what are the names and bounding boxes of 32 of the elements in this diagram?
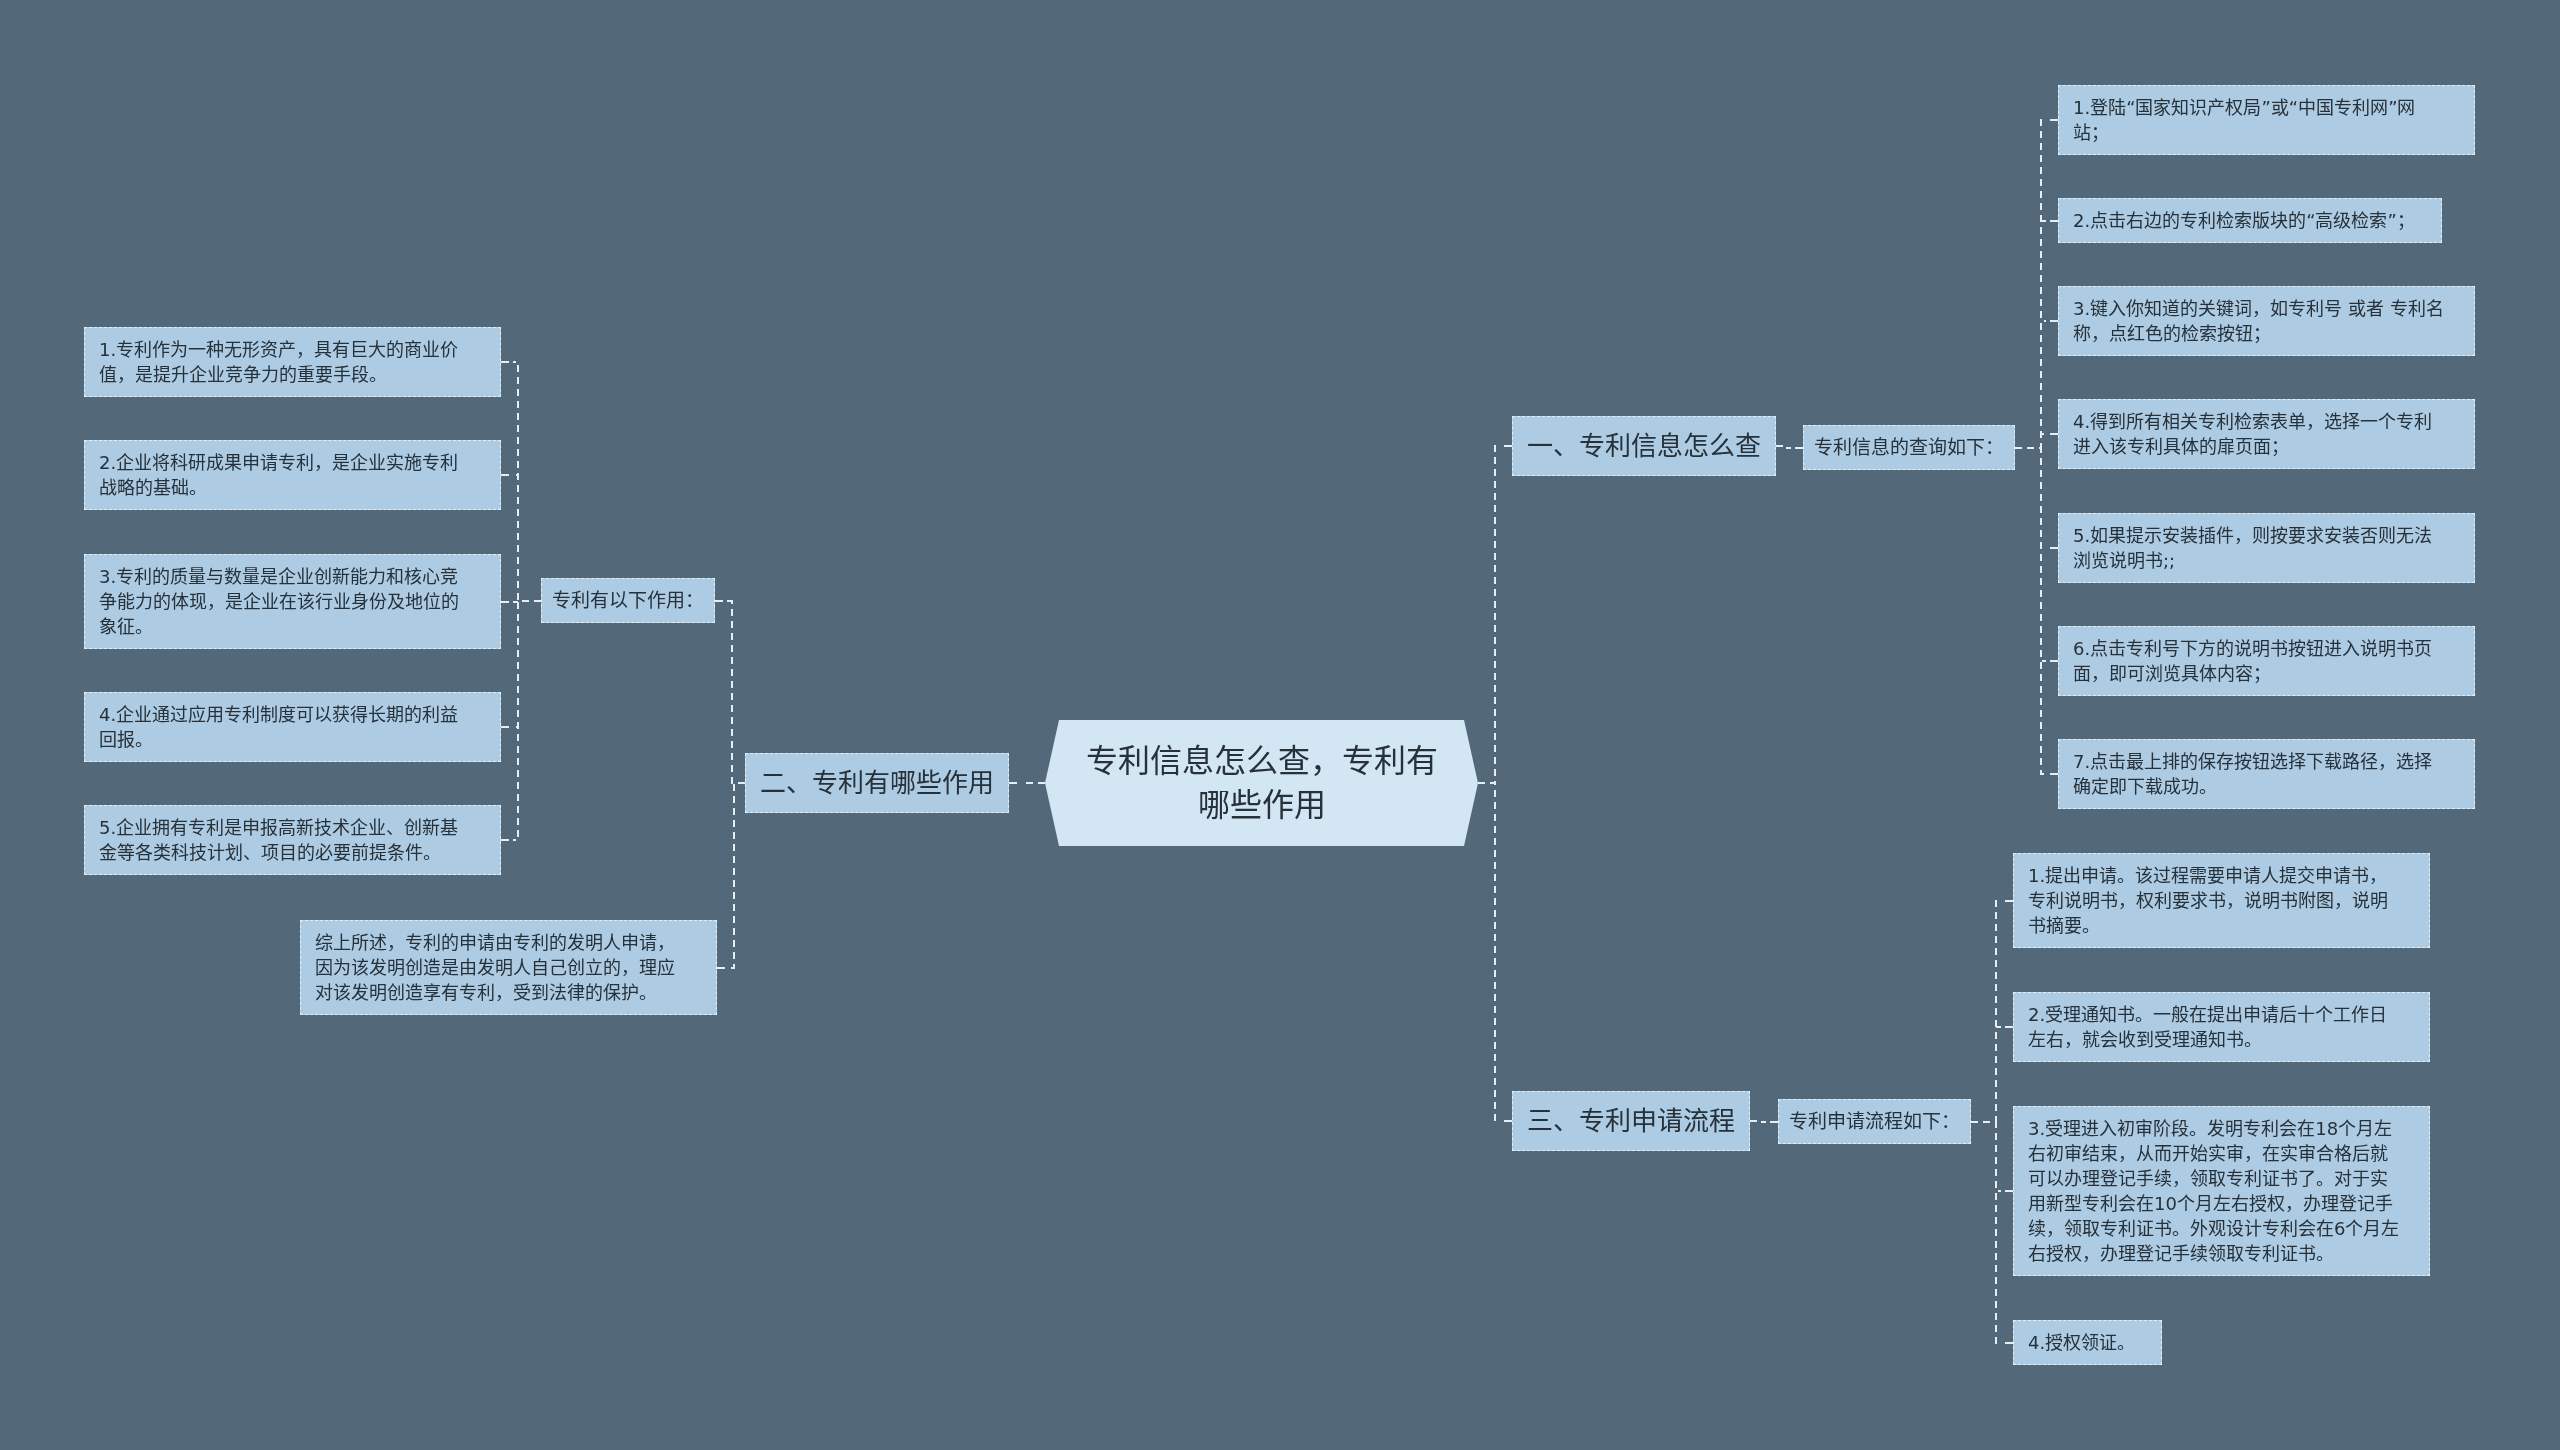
connector-line <box>716 782 746 969</box>
central-topic: 专利信息怎么查，专利有哪些作用 <box>1045 720 1478 846</box>
note-box: 4.授权领证。 <box>2013 1320 2163 1365</box>
note-box: 综上所述，专利的申请由专利的发明人申请，因为该发明创造是由发明人自己创立的，理应对该发明创造享有专利，受到法律的保护。 <box>300 920 717 1015</box>
note-box: 5.如果提示安装插件，则按要求安装否则无法浏览说明书;; <box>2058 513 2475 583</box>
connector-line <box>500 600 542 841</box>
note-box: 2.企业将科研成果申请专利，是企业实施专利战略的基础。 <box>84 440 501 510</box>
note-box: 7.点击最上排的保存按钮选择下载路径，选择确定即下载成功。 <box>2058 739 2475 809</box>
subtopic-box: 专利信息的查询如下： <box>1803 425 2015 470</box>
subtopic-box: 专利有以下作用： <box>541 578 715 623</box>
note-box: 4.企业通过应用专利制度可以获得长期的利益回报。 <box>84 692 501 762</box>
topic-box: 一、专利信息怎么查 <box>1512 416 1776 476</box>
note-box: 3.专利的质量与数量是企业创新能力和核心竞争能力的体现，是企业在该行业身份及地位的象征。 <box>84 554 501 649</box>
note-box: 5.企业拥有专利是申报高新技术企业、创新基金等各类科技计划、项目的必要前提条件。 <box>84 805 501 875</box>
note-box: 1.登陆“国家知识产权局”或“中国专利网”网站； <box>2058 85 2475 155</box>
note-box: 6.点击专利号下方的说明书按钮进入说明书页面，即可浏览具体内容； <box>2058 626 2475 696</box>
connector-line <box>2014 447 2059 775</box>
topic-box: 二、专利有哪些作用 <box>745 753 1009 813</box>
connector-line <box>1775 445 1804 449</box>
note-box: 3.键入你知道的关键词，如专利号 或者 专利名称，点红色的检索按钮； <box>2058 286 2475 356</box>
connector-line <box>1749 1120 1779 1123</box>
topic-box: 三、专利申请流程 <box>1512 1091 1750 1151</box>
note-box: 1.提出申请。该过程需要申请人提交申请书，专利说明书，权利要求书，说明书附图，说明书摘要。 <box>2013 853 2430 948</box>
connector-line <box>1970 1121 2014 1344</box>
connector-line <box>1477 782 1513 1122</box>
connector-line <box>1008 782 1046 784</box>
note-box: 4.得到所有相关专利检索表单，选择一个专利进入该专利具体的扉页面； <box>2058 399 2475 469</box>
note-box: 2.点击右边的专利检索版块的“高级检索”； <box>2058 198 2442 243</box>
note-box: 3.受理进入初审阶段。发明专利会在18个月左右初审结束，从而开始实审，在实审合格后就可以办理登记手续，领取专利证书了。对于实用新型专利会在10个月左右授权，办理登记手续，领取专利证书。外观设计专利会在6个月左右授权，办理登记手续领取专利证书。 <box>2013 1106 2430 1276</box>
subtopic-box: 专利申请流程如下： <box>1778 1099 1971 1144</box>
note-box: 2.受理通知书。一般在提出申请后十个工作日左右，就会收到受理通知书。 <box>2013 992 2430 1062</box>
note-box: 1.专利作为一种无形资产，具有巨大的商业价值，是提升企业竞争力的重要手段。 <box>84 327 501 397</box>
